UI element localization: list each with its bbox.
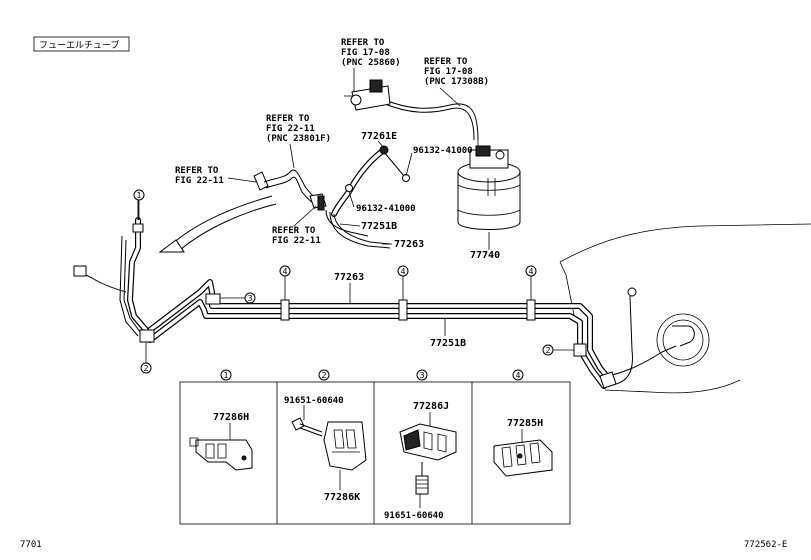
callout-4-c: 4: [529, 267, 534, 276]
title-box: フューエルチューブ: [33, 36, 130, 52]
label-96132-a: 96132-41000: [413, 146, 473, 156]
part-labels: REFER TO FIG 17-08 (PNC 25860) REFER TO …: [175, 38, 500, 349]
callout-1-top: 1: [137, 191, 142, 200]
ref-fig17-08-a-line1: REFER TO: [341, 38, 385, 48]
detail-2-index: 2: [322, 371, 327, 380]
callout-4-b: 4: [401, 267, 406, 276]
label-77261e: 77261E: [361, 131, 397, 142]
ref-fig22-11-c-line1: REFER TO: [272, 226, 316, 236]
direction-arrow: [158, 195, 277, 253]
detail-3-index: 3: [420, 371, 425, 380]
callout-3: 3: [248, 294, 253, 303]
ref-fig22-11-b-line2: FIG 22-11: [175, 176, 224, 186]
detail-3-part-77286j: 77286J: [413, 401, 449, 412]
ref-fig22-11-b-line1: REFER TO: [175, 166, 219, 176]
label-77740: 77740: [470, 250, 500, 261]
label-96132-b: 96132-41000: [356, 204, 416, 214]
ref-fig22-11-a-line2: FIG 22-11: [266, 124, 315, 134]
ref-fig22-11-c-line2: FIG 22-11: [272, 236, 321, 246]
vsv-part: [344, 79, 391, 111]
title-text: フューエルチューブ: [39, 39, 119, 51]
clip-77286j: [399, 423, 457, 495]
footer-left-code: 7701: [20, 540, 42, 550]
footer-right-code: 772562-E: [744, 540, 787, 550]
ref-fig17-08-b-line2: FIG 17-08: [424, 67, 473, 77]
detail-boxes: 1 77286H 2 91651-60640 77286K 3 772: [179, 369, 571, 525]
ref-fig17-08-b-line1: REFER TO: [424, 57, 468, 67]
callout-2-left: 2: [144, 364, 149, 373]
ref-fig17-08-b-line3: (PNC 17308B): [424, 77, 489, 87]
callout-markers: 1 2 3 4 4 4 2: [133, 189, 574, 374]
callout-2-right: 2: [546, 346, 551, 355]
detail-3-part-91651: 91651-60640: [384, 511, 444, 521]
detail-4-index: 4: [516, 371, 521, 380]
detail-4-part-77285h: 77285H: [507, 418, 543, 429]
pipe-clips: [205, 293, 587, 357]
right-side-hoses: [599, 287, 677, 389]
hose-canister-top: [384, 99, 479, 141]
filler-hose-parts: [253, 169, 327, 211]
label-77263-mid: 77263: [334, 272, 364, 283]
ref-fig22-11-a-line3: (PNC 23801F): [266, 134, 331, 144]
label-77263-top: 77263: [394, 239, 424, 250]
left-vertical-tubes: [73, 200, 155, 343]
clip-77285h: [493, 439, 553, 477]
detail-2-part-91651: 91651-60640: [284, 396, 344, 406]
main-fuel-pipes: [147, 279, 613, 389]
tube-77263-upper: [333, 213, 391, 245]
ref-fig17-08-a-line3: (PNC 25860): [341, 58, 401, 68]
callout-4-a: 4: [283, 267, 288, 276]
clip-77286h: [189, 437, 253, 471]
label-77251b-mid: 77251B: [430, 338, 466, 349]
ref-fig17-08-a-line2: FIG 17-08: [341, 48, 390, 58]
bolt-and-clip-77286k: [291, 417, 367, 471]
detail-1-part-77286h: 77286H: [213, 412, 249, 423]
ref-fig22-11-a-line1: REFER TO: [266, 114, 310, 124]
canister-77740: [457, 140, 521, 250]
detail-1-index: 1: [224, 371, 229, 380]
detail-2-part-77286k: 77286K: [324, 492, 360, 503]
label-77251b-top: 77251B: [361, 221, 397, 232]
